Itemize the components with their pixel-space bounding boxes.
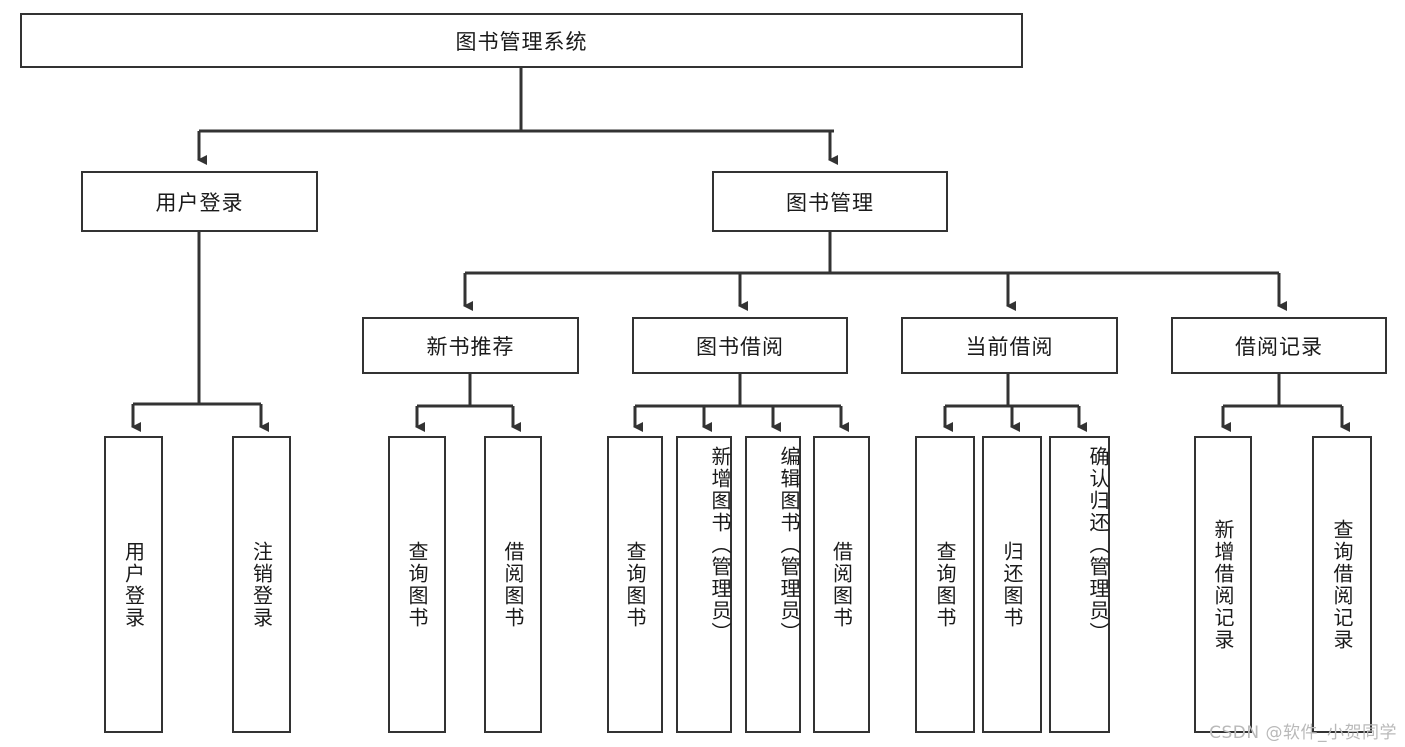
node-leaf-query-book-2[interactable]: 查询图书 bbox=[607, 436, 663, 733]
node-leaf-confirm-return[interactable]: 确认归还（管理员） bbox=[1049, 436, 1110, 733]
node-leaf-user-login[interactable]: 用户登录 bbox=[104, 436, 163, 733]
node-label: 新书推荐 bbox=[426, 334, 515, 359]
node-root-system[interactable]: 图书管理系统 bbox=[20, 13, 1023, 68]
node-leaf-query-book-1[interactable]: 查询图书 bbox=[388, 436, 446, 733]
node-book-manage[interactable]: 图书管理 bbox=[712, 171, 948, 232]
node-label: 归还图书 bbox=[1000, 540, 1024, 629]
node-label: 查询图书 bbox=[623, 540, 647, 629]
node-label: 查询图书 bbox=[933, 540, 957, 629]
node-label: 借阅图书 bbox=[501, 540, 525, 629]
node-label: 借阅记录 bbox=[1235, 334, 1323, 359]
node-user-login[interactable]: 用户登录 bbox=[81, 171, 318, 232]
node-label: 用户登录 bbox=[155, 190, 244, 215]
node-label: 编辑图书（管理员） bbox=[777, 446, 801, 644]
node-leaf-query-record[interactable]: 查询借阅记录 bbox=[1312, 436, 1372, 733]
node-leaf-edit-book[interactable]: 编辑图书（管理员） bbox=[745, 436, 801, 733]
node-label: 图书管理 bbox=[786, 190, 874, 215]
node-borrow-record[interactable]: 借阅记录 bbox=[1171, 317, 1387, 374]
node-label: 查询图书 bbox=[405, 540, 429, 629]
node-leaf-query-book-3[interactable]: 查询图书 bbox=[915, 436, 975, 733]
node-label: 新增图书（管理员） bbox=[708, 446, 732, 644]
node-label: 图书借阅 bbox=[696, 334, 784, 359]
node-label: 用户登录 bbox=[121, 540, 146, 629]
node-leaf-add-book[interactable]: 新增图书（管理员） bbox=[676, 436, 732, 733]
node-new-book-recommend[interactable]: 新书推荐 bbox=[362, 317, 579, 374]
node-book-borrow[interactable]: 图书借阅 bbox=[632, 317, 848, 374]
node-leaf-borrow-book-1[interactable]: 借阅图书 bbox=[484, 436, 542, 733]
node-leaf-add-record[interactable]: 新增借阅记录 bbox=[1194, 436, 1252, 733]
node-label: 新增借阅记录 bbox=[1211, 518, 1235, 651]
node-leaf-logout[interactable]: 注销登录 bbox=[232, 436, 291, 733]
node-current-borrow[interactable]: 当前借阅 bbox=[901, 317, 1118, 374]
node-label: 图书管理系统 bbox=[455, 29, 588, 54]
node-label: 确认归还（管理员） bbox=[1086, 446, 1110, 644]
node-leaf-return-book[interactable]: 归还图书 bbox=[982, 436, 1042, 733]
node-label: 当前借阅 bbox=[965, 334, 1054, 359]
watermark-text: CSDN @软件_小贺同学 bbox=[1209, 723, 1397, 743]
node-label: 借阅图书 bbox=[829, 540, 854, 629]
node-label: 注销登录 bbox=[249, 540, 274, 629]
node-label: 查询借阅记录 bbox=[1330, 518, 1354, 651]
node-leaf-borrow-book-2[interactable]: 借阅图书 bbox=[813, 436, 870, 733]
